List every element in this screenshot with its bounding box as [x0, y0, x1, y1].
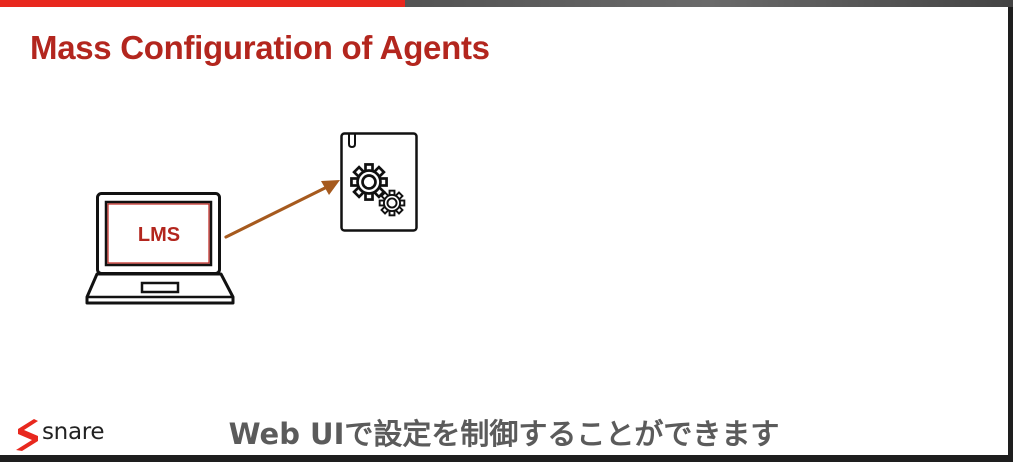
slide: Mass Configuration of Agents	[0, 7, 1008, 455]
laptop-icon	[85, 192, 235, 305]
video-right-edge	[1008, 7, 1013, 462]
logo-text: snare	[42, 419, 105, 445]
arrow-icon	[224, 180, 340, 239]
video-top-strip	[0, 0, 1013, 8]
snare-logo-icon	[16, 419, 38, 451]
page-title: Mass Configuration of Agents	[30, 29, 490, 66]
diagram: LMS	[85, 132, 418, 305]
subtitle-caption: Web UIで設定を制御することができます	[228, 417, 780, 451]
slide-accent-bar	[0, 0, 405, 7]
laptop-label: LMS	[138, 224, 180, 246]
video-bottom-edge	[0, 455, 1013, 462]
